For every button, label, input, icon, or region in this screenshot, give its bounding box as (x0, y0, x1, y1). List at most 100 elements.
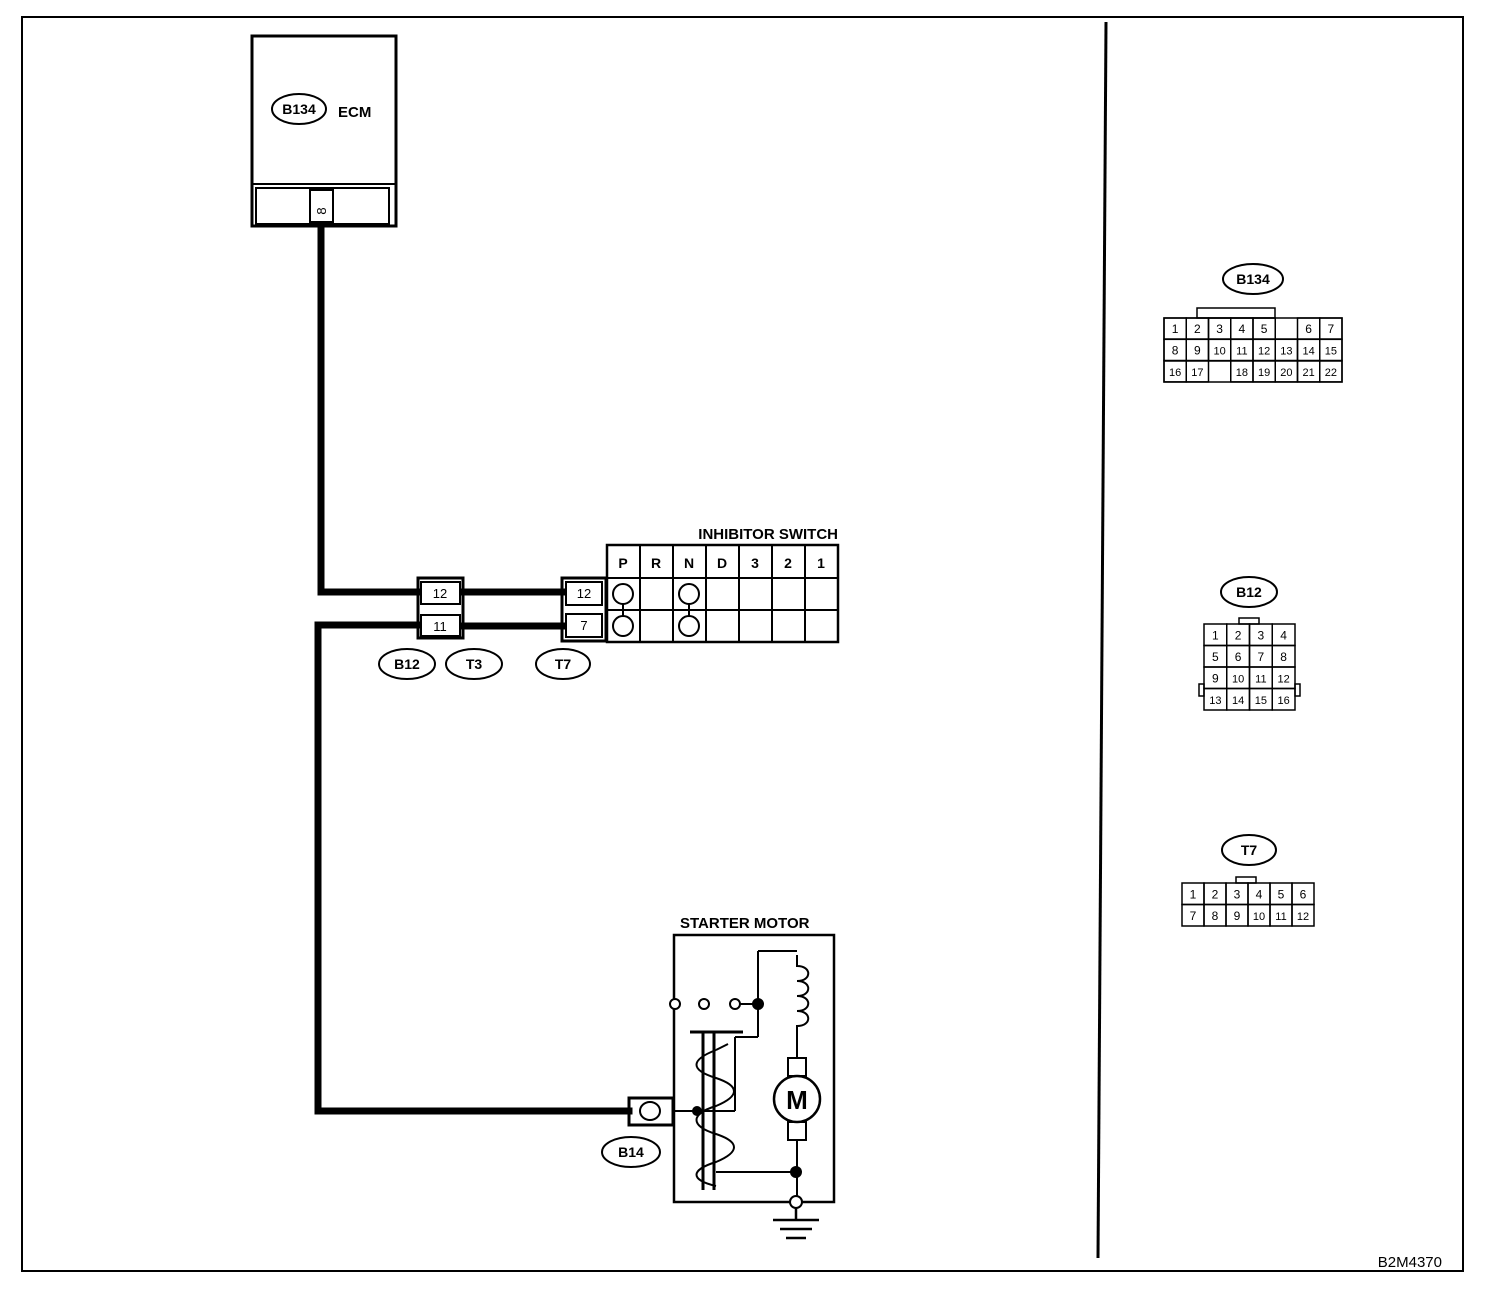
pin-number: 2 (1212, 887, 1219, 901)
b14-connector-badge (601, 1136, 661, 1168)
pin-number: 19 (1258, 367, 1270, 379)
continuity-n-lower (678, 615, 700, 637)
starter-motor-housing (672, 933, 836, 1204)
position-p: P (618, 555, 627, 571)
pin-number: 20 (1280, 367, 1292, 379)
wire-joint-to-starter (314, 621, 633, 1115)
t7-connector-id: T7 (555, 656, 572, 672)
b14-connector-id: B14 (618, 1144, 644, 1160)
pin-number: 18 (1236, 367, 1248, 379)
pin-number: 5 (1212, 650, 1219, 664)
pin-cell (1185, 359, 1210, 383)
pin-cell (1291, 903, 1315, 927)
ecm-unit: B134 ECM 8 (250, 34, 398, 228)
pin-cell (1271, 687, 1296, 711)
solenoid-coil (695, 1049, 735, 1187)
pin-number: 7 (1258, 650, 1265, 664)
pin-cell (1319, 359, 1343, 383)
pin-number: 8 (1172, 343, 1179, 357)
ecm-connector-block (255, 187, 390, 225)
position-d: D (717, 555, 727, 571)
pin-number: 22 (1325, 367, 1337, 379)
starter-motor: STARTER MOTOR (627, 915, 836, 1240)
joint-connector: 12 11 (416, 576, 465, 640)
t7-terminal-12: 12 (577, 586, 591, 601)
pin-number: 14 (1232, 695, 1244, 707)
diagram-frame (21, 16, 1464, 1272)
magnetic-switch-contacts (669, 950, 797, 1038)
pin-number: 21 (1303, 367, 1315, 379)
pin-number: 10 (1253, 911, 1265, 923)
ecm-label: ECM (338, 104, 371, 121)
pin-number: 15 (1325, 345, 1337, 357)
position-2: 2 (784, 555, 792, 571)
position-n: N (684, 555, 694, 571)
pin-number: 11 (1275, 911, 1286, 923)
pin-number: 12 (1278, 673, 1290, 685)
continuity-p-upper (612, 583, 634, 605)
t7-connector-badge (535, 648, 591, 680)
position-1: 1 (817, 555, 825, 571)
pin-number: 17 (1191, 367, 1203, 379)
position-3: 3 (751, 555, 759, 571)
pin-number: 10 (1232, 673, 1244, 685)
continuity-marks (612, 583, 700, 637)
pin-number: 11 (1255, 673, 1266, 685)
pin-number: 16 (1278, 695, 1290, 707)
pin-number: 8 (1212, 909, 1219, 923)
pin-number: 13 (1280, 345, 1292, 357)
pin-number: 1 (1190, 887, 1197, 901)
pin-number: 8 (1280, 650, 1287, 664)
pin-number: 4 (1256, 887, 1263, 901)
pin-number: 5 (1261, 322, 1268, 336)
continuity-p-lower (612, 615, 634, 637)
pin-number: 7 (1190, 909, 1197, 923)
b12-view-label: B12 (1236, 584, 1262, 600)
pin-number: 1 (1212, 628, 1219, 642)
motor-symbol: M (786, 1085, 808, 1115)
b12-connector-id: B12 (394, 656, 420, 672)
pin-number: 3 (1234, 887, 1241, 901)
pin-number: 5 (1278, 887, 1285, 901)
b12-connector-badge (378, 648, 436, 680)
wire-ecm-to-joint (317, 222, 422, 596)
section-divider (1096, 21, 1108, 1259)
harness-wires (314, 222, 633, 1115)
continuity-n-upper (678, 583, 700, 605)
diagram-code: B2M4370 (1378, 1254, 1442, 1271)
pin-number: 15 (1255, 695, 1267, 707)
pin-number: 10 (1214, 345, 1226, 357)
pin-number: 4 (1280, 628, 1287, 642)
t3-connector-id: T3 (466, 656, 483, 672)
pin-number: 12 (1258, 345, 1270, 357)
joint-terminal-12: 12 (433, 586, 447, 601)
pin-number: 1 (1172, 322, 1179, 336)
inhibitor-switch: INHIBITOR SWITCH 12 7 P R N D 3 2 1 (560, 526, 840, 644)
pin-number: 6 (1300, 887, 1307, 901)
pin-number: 16 (1169, 367, 1181, 379)
pin-number: 14 (1303, 345, 1315, 357)
t7-view-label: T7 (1241, 842, 1258, 858)
pin-number: 12 (1297, 911, 1309, 923)
t7-terminal-7: 7 (580, 618, 587, 633)
pin-number: 9 (1194, 343, 1201, 357)
t3-connector-badge (445, 648, 503, 680)
b14-terminal (639, 1101, 661, 1121)
pin-number: 4 (1239, 322, 1246, 336)
inhibitor-switch-label: INHIBITOR SWITCH (698, 526, 838, 543)
ground-icon (773, 1208, 819, 1240)
ecm-connector-id: B134 (282, 101, 316, 117)
pin-number: 11 (1236, 345, 1247, 357)
ecm-terminal-number: 8 (314, 207, 329, 214)
field-coil (796, 955, 810, 1058)
joint-terminal-11: 11 (433, 619, 447, 634)
pin-number: 6 (1305, 322, 1312, 336)
pin-number: 7 (1328, 322, 1335, 336)
